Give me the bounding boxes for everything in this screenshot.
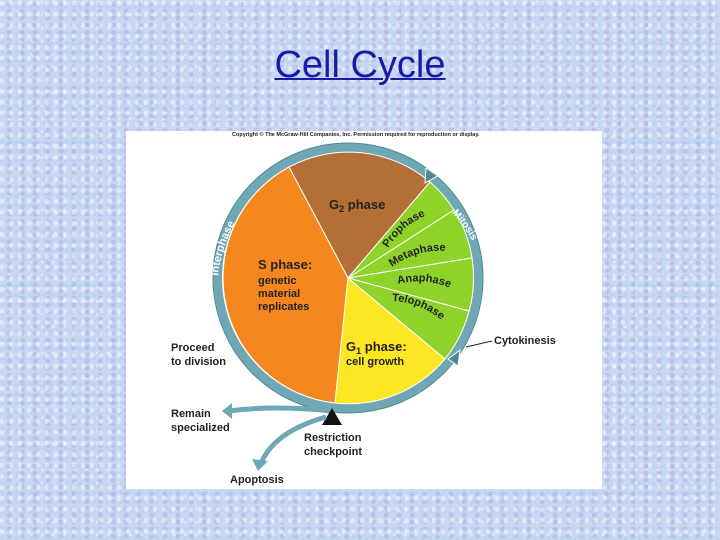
apoptosis-label: Apoptosis — [230, 474, 284, 486]
cytokinesis-pointer — [465, 340, 493, 348]
proceed-label-line2: to division — [171, 356, 226, 368]
remain-label-line2: specialized — [171, 422, 230, 434]
g1-sector — [334, 277, 446, 405]
s-sector — [222, 166, 349, 404]
cell-cycle-figure: Copyright © The McGraw-Hill Companies, I… — [126, 131, 602, 489]
s-phase-line1: genetic — [258, 275, 297, 287]
apoptosis-branch-arrow — [259, 414, 327, 463]
s-phase-title: S phase: — [258, 257, 312, 272]
g2-sector — [288, 151, 431, 279]
remain-branch-arrow — [227, 405, 332, 414]
restriction-label-line1: Restriction — [304, 432, 362, 444]
restriction-label-line2: checkpoint — [304, 446, 362, 458]
checkpoint-marker — [322, 408, 342, 425]
cytokinesis-label: Cytokinesis — [494, 335, 556, 347]
telophase-sector — [347, 277, 470, 360]
copyright-notice: Copyright © The McGraw-Hill Companies, I… — [232, 132, 480, 138]
ring-arrow-cytokinesis — [447, 348, 461, 367]
s-phase-line2: material — [258, 288, 300, 300]
s-phase-line3: replicates — [258, 301, 309, 313]
ring-arrow-top — [424, 167, 439, 184]
slide-title: Cell Cycle — [274, 44, 446, 86]
remain-label-line1: Remain — [171, 408, 211, 420]
g1-label: G1 phase: — [346, 339, 407, 356]
cell-cycle-diagram: Interphase Mitosis G2 phase S phase: gen… — [171, 142, 556, 486]
proceed-label-line1: Proceed — [171, 342, 214, 354]
g2-label: G2 phase — [329, 197, 385, 214]
g1-description: cell growth — [346, 356, 404, 368]
